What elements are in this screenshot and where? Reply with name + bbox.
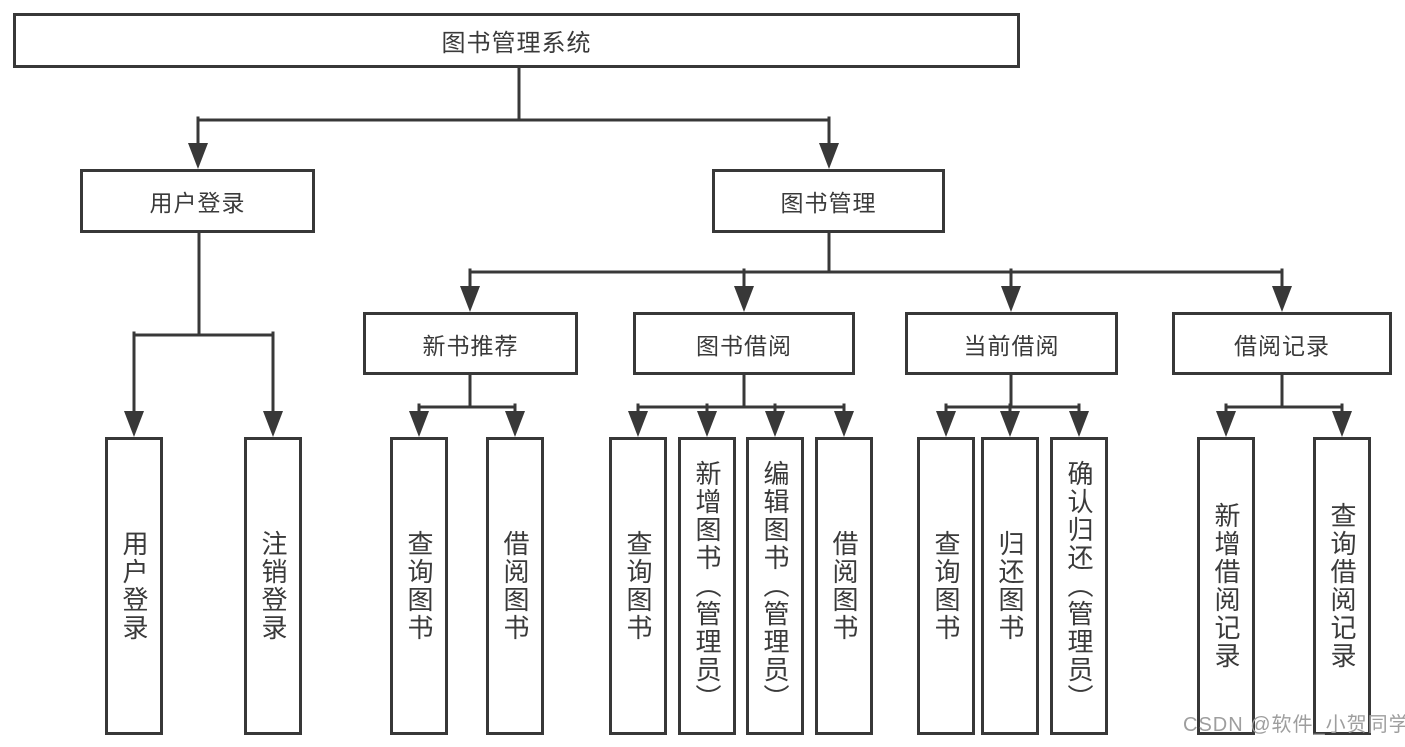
leaf-current-query-books-label: 查询图书 xyxy=(931,530,961,642)
leaf-records-query-record-label: 查询借阅记录 xyxy=(1327,502,1357,670)
leaf-borrow-query-books-label: 查询图书 xyxy=(623,530,653,642)
node-current-borrow: 当前借阅 xyxy=(905,312,1118,375)
node-borrow-records-label: 借阅记录 xyxy=(1234,332,1330,359)
leaf-borrow-add-books: 新增图书（管理员） xyxy=(678,437,736,735)
leaf-current-return-books: 归还图书 xyxy=(981,437,1039,735)
leaf-records-add-record: 新增借阅记录 xyxy=(1197,437,1255,735)
leaf-current-query-books: 查询图书 xyxy=(917,437,975,735)
node-book-mgmt: 图书管理 xyxy=(712,169,945,233)
node-book-mgmt-label: 图书管理 xyxy=(780,190,877,216)
leaf-logout: 注销登录 xyxy=(244,437,302,735)
leaf-current-confirm-return: 确认归还（管理员） xyxy=(1050,437,1108,735)
node-new-book-rec: 新书推荐 xyxy=(363,312,578,375)
leaf-borrow-add-books-label: 新增图书（管理员） xyxy=(692,460,722,712)
leaf-borrow-query-books: 查询图书 xyxy=(609,437,667,735)
leaf-current-return-books-label: 归还图书 xyxy=(995,530,1025,642)
csdn-watermark: CSDN @软件_小贺同学 xyxy=(1183,714,1405,736)
leaf-records-add-record-label: 新增借阅记录 xyxy=(1211,502,1241,670)
leaf-borrow-edit-books-label: 编辑图书（管理员） xyxy=(760,460,790,712)
node-root-label: 图书管理系统 xyxy=(441,30,592,57)
leaf-current-confirm-return-label: 确认归还（管理员） xyxy=(1064,460,1094,712)
leaf-borrow-borrow-books: 借阅图书 xyxy=(815,437,873,735)
node-current-borrow-label: 当前借阅 xyxy=(963,332,1060,359)
node-user-login: 用户登录 xyxy=(80,169,315,233)
leaf-rec-borrow-books-label: 借阅图书 xyxy=(500,530,530,642)
leaf-records-query-record: 查询借阅记录 xyxy=(1313,437,1371,735)
node-new-book-rec-label: 新书推荐 xyxy=(422,332,519,359)
leaf-user-login-label: 用户登录 xyxy=(119,530,149,642)
node-book-borrow: 图书借阅 xyxy=(633,312,855,375)
leaf-rec-query-books: 查询图书 xyxy=(390,437,448,735)
leaf-rec-borrow-books: 借阅图书 xyxy=(486,437,544,735)
node-borrow-records: 借阅记录 xyxy=(1172,312,1392,375)
leaf-rec-query-books-label: 查询图书 xyxy=(404,530,434,642)
node-root: 图书管理系统 xyxy=(13,13,1020,68)
leaf-user-login: 用户登录 xyxy=(105,437,163,735)
leaf-logout-label: 注销登录 xyxy=(258,530,288,642)
node-book-borrow-label: 图书借阅 xyxy=(696,332,792,359)
node-user-login-label: 用户登录 xyxy=(149,190,246,216)
leaf-borrow-borrow-books-label: 借阅图书 xyxy=(829,530,859,642)
arrowheads xyxy=(124,143,1352,437)
leaf-borrow-edit-books: 编辑图书（管理员） xyxy=(746,437,804,735)
